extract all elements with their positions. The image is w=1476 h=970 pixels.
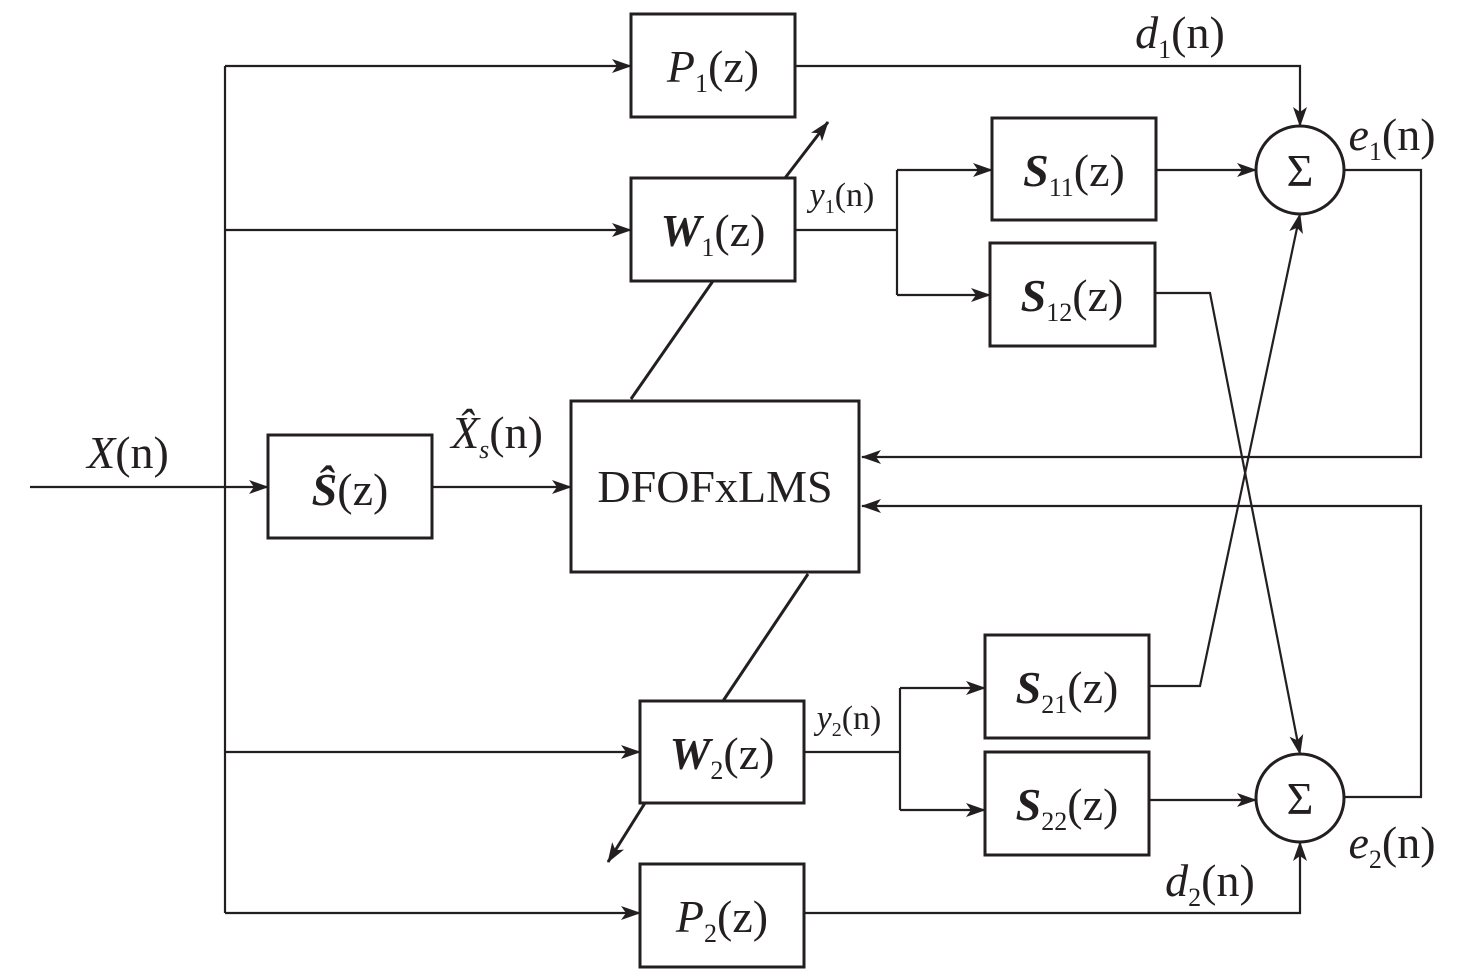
adapt-link-w1 xyxy=(629,280,715,400)
svg-text:S12(z): S12(z) xyxy=(1021,270,1124,327)
adapt-link-w2 xyxy=(721,573,810,702)
svg-text:P1(z): P1(z) xyxy=(666,41,759,98)
block-s21: S21(z) xyxy=(983,633,1151,740)
signal-d2: d2(n) xyxy=(1165,855,1255,912)
svg-text:S22(z): S22(z) xyxy=(1016,779,1119,836)
svg-text:Σ: Σ xyxy=(1287,145,1314,196)
block-dfofxlms: DFOFxLMS xyxy=(569,399,861,574)
block-s-hat: Ŝ(z) xyxy=(266,433,434,540)
block-w1: W1(z) xyxy=(629,176,797,283)
block-w2: W2(z) xyxy=(638,699,806,805)
adapt-arrow-w2 xyxy=(606,802,647,863)
signal-d1: d1(n) xyxy=(1135,7,1225,64)
svg-text:Σ: Σ xyxy=(1287,773,1314,824)
summing-junction-2: Σ xyxy=(1254,752,1346,844)
svg-text:W2(z): W2(z) xyxy=(670,728,775,785)
block-s22: S22(z) xyxy=(983,750,1151,857)
svg-text:Ŝ(z): Ŝ(z) xyxy=(312,464,389,515)
wire-e1-feedback xyxy=(861,168,1423,464)
adapt-arrow-w1 xyxy=(783,121,830,179)
signal-xs: X̂s(n) xyxy=(449,407,543,464)
signal-y1: y1(n) xyxy=(807,177,875,218)
wire-d2 xyxy=(804,841,1307,915)
wire-e2-feedback xyxy=(861,499,1423,799)
block-s12: S12(z) xyxy=(988,241,1157,348)
signal-y2: y2(n) xyxy=(814,700,882,741)
svg-text:S21(z): S21(z) xyxy=(1016,662,1119,719)
svg-text:S11(z): S11(z) xyxy=(1023,145,1125,202)
wire-s21-sum1 xyxy=(1149,213,1303,688)
block-p2: P2(z) xyxy=(638,862,806,969)
summing-junction-1: Σ xyxy=(1254,124,1346,216)
signal-e2: e2(n) xyxy=(1348,817,1435,874)
wire-s12-sum2 xyxy=(1155,291,1304,755)
svg-text:W1(z): W1(z) xyxy=(661,205,766,262)
signal-e1: e1(n) xyxy=(1348,109,1435,166)
block-s11: S11(z) xyxy=(990,116,1158,222)
svg-text:P2(z): P2(z) xyxy=(675,891,768,948)
wire-d1 xyxy=(795,64,1307,127)
block-p1: P1(z) xyxy=(629,12,797,119)
wires xyxy=(30,59,1423,920)
signal-x: X(n) xyxy=(85,427,169,478)
svg-text:DFOFxLMS: DFOFxLMS xyxy=(597,461,832,512)
